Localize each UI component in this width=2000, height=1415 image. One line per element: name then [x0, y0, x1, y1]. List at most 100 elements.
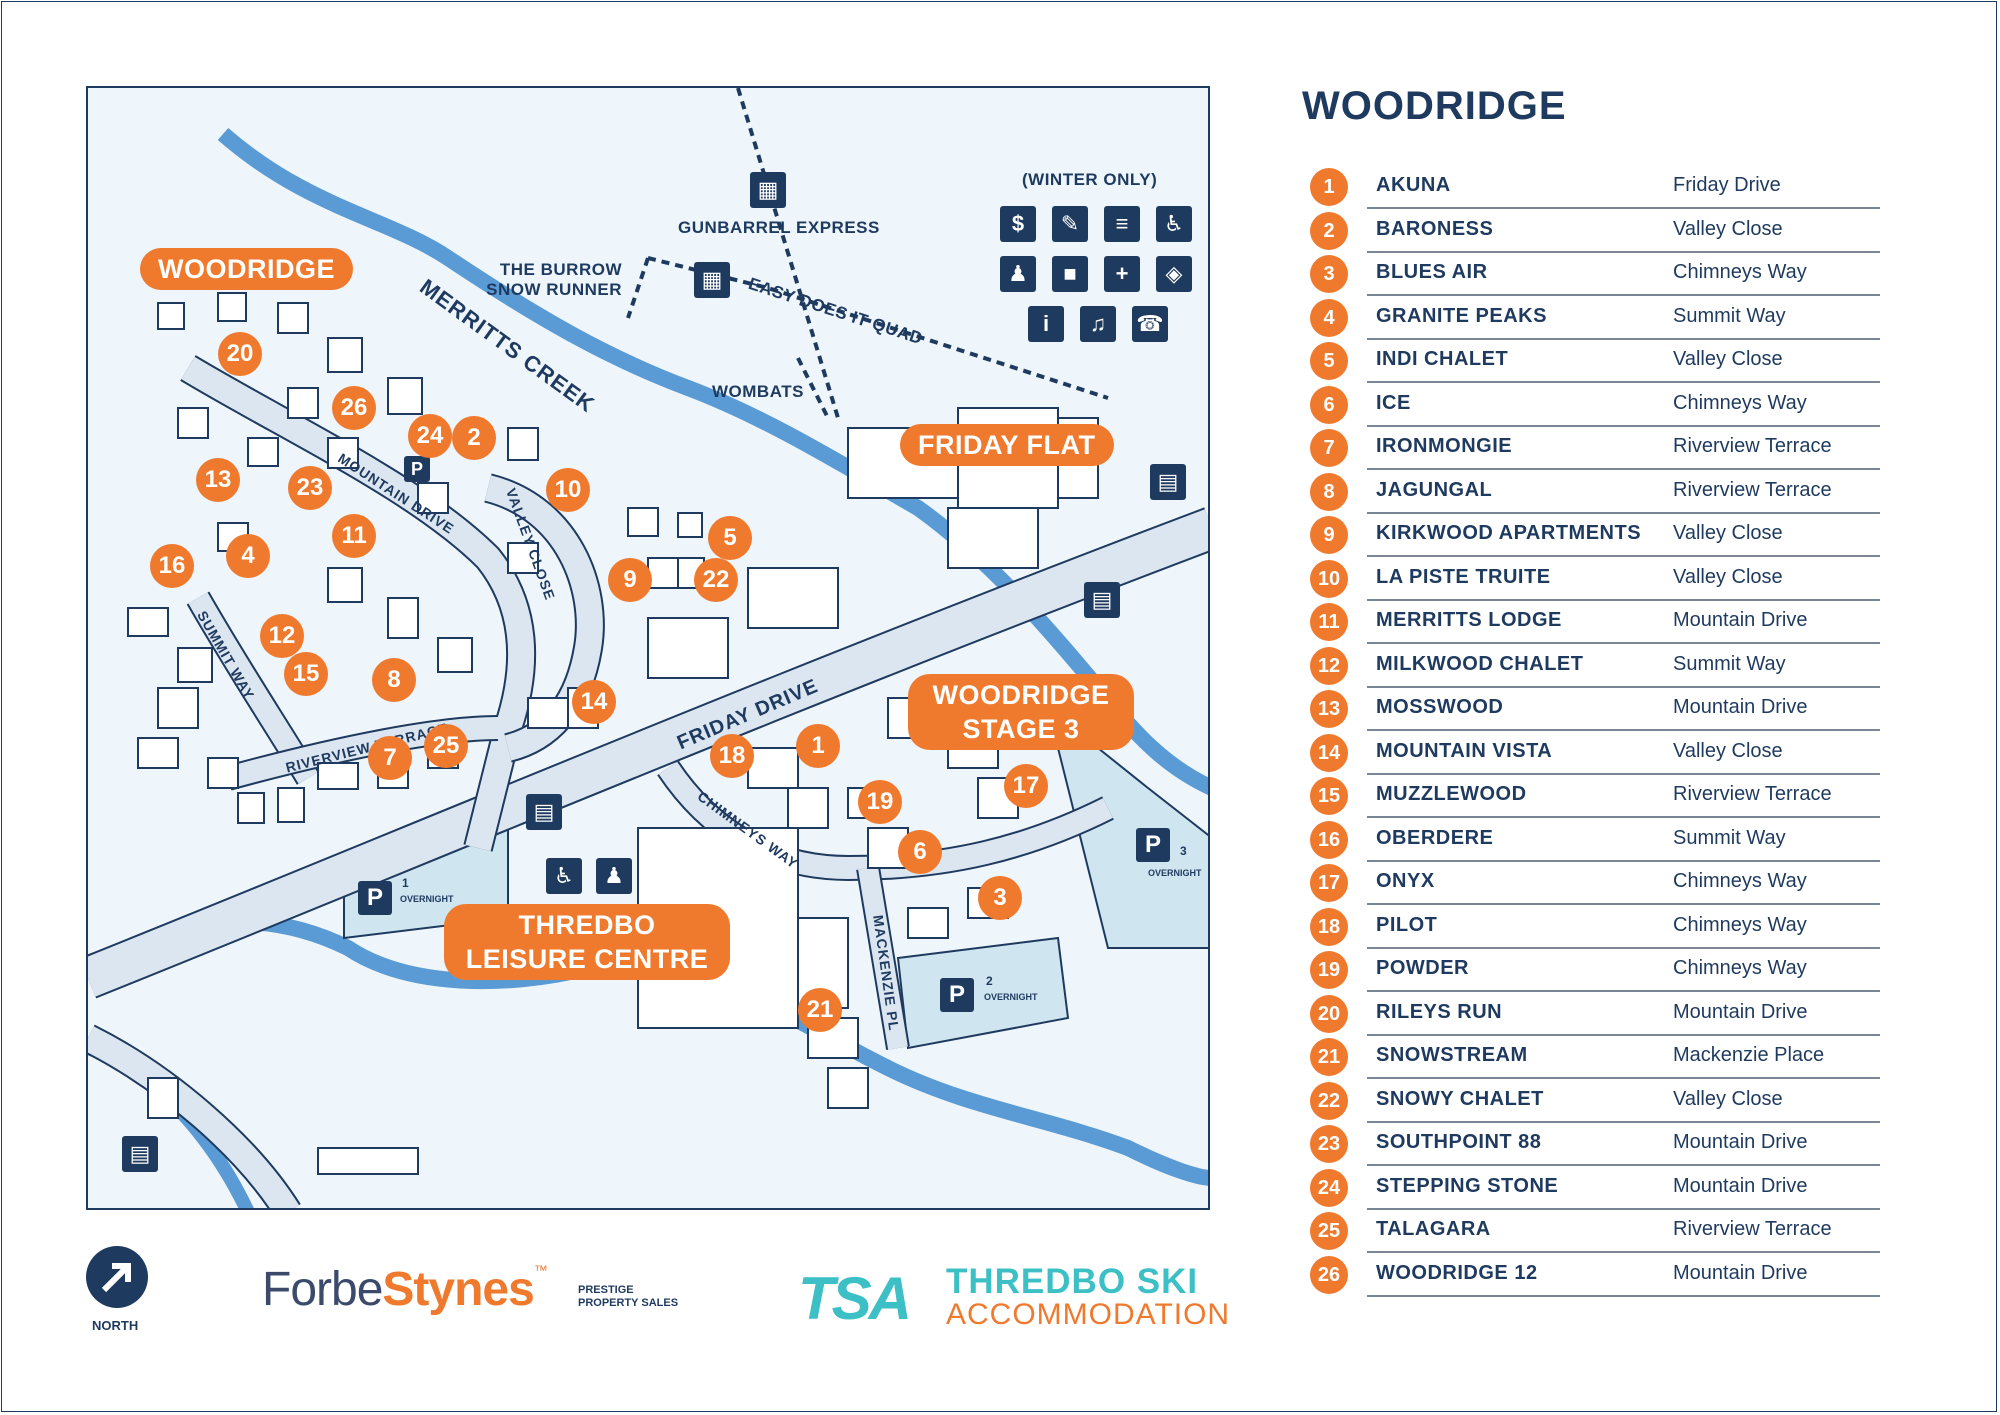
legend-property-name: PILOT — [1376, 913, 1438, 936]
legend-property-name: POWDER — [1376, 957, 1469, 979]
marker-13[interactable]: 13 — [196, 458, 240, 502]
marker-14[interactable]: 14 — [572, 680, 616, 724]
marker-19[interactable]: 19 — [858, 780, 902, 824]
legend-property-name: AKUNA — [1376, 174, 1451, 196]
legend-divider — [1367, 1033, 1880, 1036]
north-label: NORTH — [92, 1318, 139, 1333]
legend-divider — [1367, 555, 1880, 557]
marker-6[interactable]: 6 — [898, 830, 942, 874]
legend-street: Mountain Drive — [1673, 1000, 1808, 1023]
legend-street: Mountain Drive — [1673, 609, 1808, 631]
legend-street: Valley Close — [1673, 739, 1783, 762]
marker-12[interactable]: 12 — [260, 614, 304, 658]
marker-15[interactable]: 15 — [284, 652, 328, 696]
marker-2[interactable]: 2 — [452, 416, 496, 460]
marker-25[interactable]: 25 — [424, 724, 468, 768]
burrow-snow-runner-label: THE BURROW SNOW RUNNER — [486, 260, 622, 299]
legend-property-name: LA PISTE TRUITE — [1376, 565, 1551, 588]
marker-3[interactable]: 3 — [978, 876, 1022, 920]
legend-divider — [1367, 1077, 1880, 1079]
marker-5[interactable]: 5 — [708, 516, 752, 560]
legend-number-badge: 11 — [1310, 603, 1348, 641]
marker-23[interactable]: 23 — [288, 466, 332, 510]
marker-24[interactable]: 24 — [408, 414, 452, 458]
gunbarrel-lift-line — [736, 88, 840, 419]
legend-property-name: TALAGARA — [1376, 1218, 1491, 1240]
legend-row[interactable]: 11 MERRITTS LODGE Mountain Drive — [1310, 601, 1880, 644]
tsa-logo-mark: TSA — [798, 1265, 912, 1332]
legend-divider — [1367, 207, 1880, 209]
legend-number-badge: 5 — [1310, 342, 1348, 380]
legend-divider — [1367, 250, 1880, 253]
legend-property-name: MERRITTS LODGE — [1376, 609, 1562, 631]
legend-number-badge: 1 — [1310, 168, 1348, 206]
marker-8[interactable]: 8 — [372, 658, 416, 702]
legend-divider — [1367, 859, 1880, 862]
legend-number-badge: 12 — [1310, 646, 1348, 685]
legend-street: Riverview Terrace — [1673, 435, 1832, 457]
marker-18[interactable]: 18 — [710, 734, 754, 778]
legend-property-name: GRANITE PEAKS — [1376, 304, 1547, 327]
parking-icon-2: P — [940, 978, 974, 1012]
marker-4[interactable]: 4 — [226, 534, 270, 578]
marker-17[interactable]: 17 — [1004, 764, 1048, 808]
parking-icon-1: P — [358, 881, 392, 915]
marker-26[interactable]: 26 — [332, 386, 376, 430]
marker-7[interactable]: 7 — [368, 736, 412, 780]
gunbarrel-express-label: GUNBARREL EXPRESS — [678, 218, 880, 237]
toilets-icon: ♟ — [1000, 256, 1036, 292]
legend-property-name: JAGUNGAL — [1376, 478, 1493, 501]
marker-16[interactable]: 16 — [150, 544, 194, 588]
marker-20[interactable]: 20 — [218, 332, 262, 376]
legend-property-name: MOSSWOOD — [1376, 696, 1504, 718]
legend-street: Summit Way — [1673, 652, 1786, 675]
marker-22[interactable]: 22 — [694, 558, 738, 602]
gunbarrel-chairlift-icon: ▦ — [750, 172, 786, 208]
parking-area-2 — [896, 936, 1070, 1050]
legend-divider — [1367, 685, 1880, 688]
marker-9[interactable]: 9 — [608, 558, 652, 602]
legend-property-name: WOODRIDGE 12 — [1376, 1261, 1538, 1284]
legend-divider — [1367, 1207, 1880, 1210]
marker-11[interactable]: 11 — [332, 514, 376, 558]
marker-10[interactable]: 10 — [546, 468, 590, 512]
marker-21[interactable]: 21 — [798, 988, 842, 1032]
marker-1[interactable]: 1 — [796, 724, 840, 768]
winter-only-label: (WINTER ONLY) — [1022, 170, 1158, 189]
map-panel[interactable]: WOODRIDGE FRIDAY FLAT WOODRIDGE STAGE 3 … — [86, 86, 1210, 1210]
legend-number-badge: 25 — [1310, 1212, 1348, 1250]
legend-property-name: BLUES AIR — [1376, 261, 1488, 283]
legend-street: Mackenzie Place — [1673, 1044, 1825, 1066]
area-label-friday-flat: FRIDAY FLAT — [900, 424, 1114, 466]
parking-note-1: OVERNIGHT — [400, 894, 454, 904]
legend-property-name: SNOWY CHALET — [1376, 1087, 1544, 1110]
legend-divider — [1367, 381, 1880, 383]
legend-divider — [1367, 772, 1880, 775]
